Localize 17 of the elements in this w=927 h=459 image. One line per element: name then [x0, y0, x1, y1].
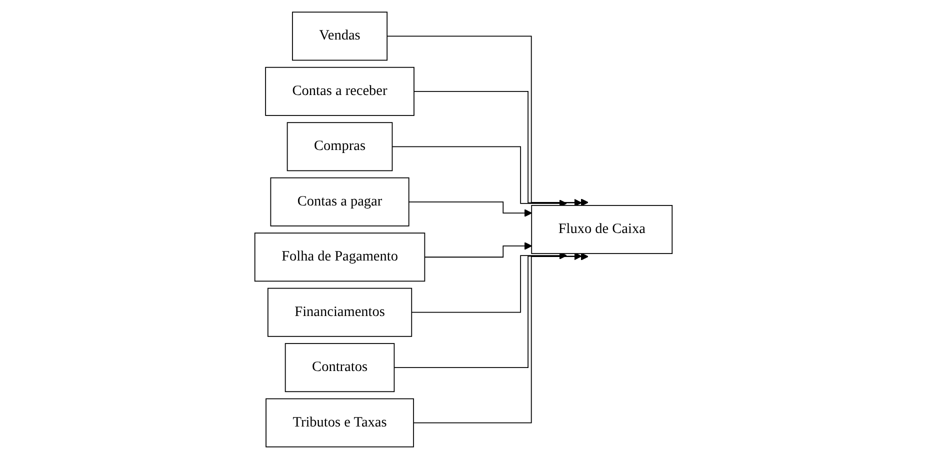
arrow	[408, 201, 532, 217]
node-box: Contas a receber	[265, 66, 414, 116]
arrow	[413, 252, 588, 424]
arrow	[394, 252, 582, 368]
node-box: Contratos	[284, 343, 395, 392]
arrow	[386, 36, 588, 206]
node-box: Financiamentos	[267, 288, 412, 337]
node-box: Folha de Pagamento	[254, 232, 426, 282]
arrow	[392, 146, 567, 208]
node-box: Fluxo de Caixa	[531, 205, 673, 254]
arrow	[424, 242, 532, 258]
node-box: Vendas	[292, 12, 388, 61]
node-box: Tributos e Taxas	[266, 398, 414, 448]
node-box: Contas a pagar	[270, 177, 410, 226]
node-box: Compras	[286, 122, 393, 172]
arrow	[414, 90, 582, 207]
arrow	[411, 252, 567, 313]
